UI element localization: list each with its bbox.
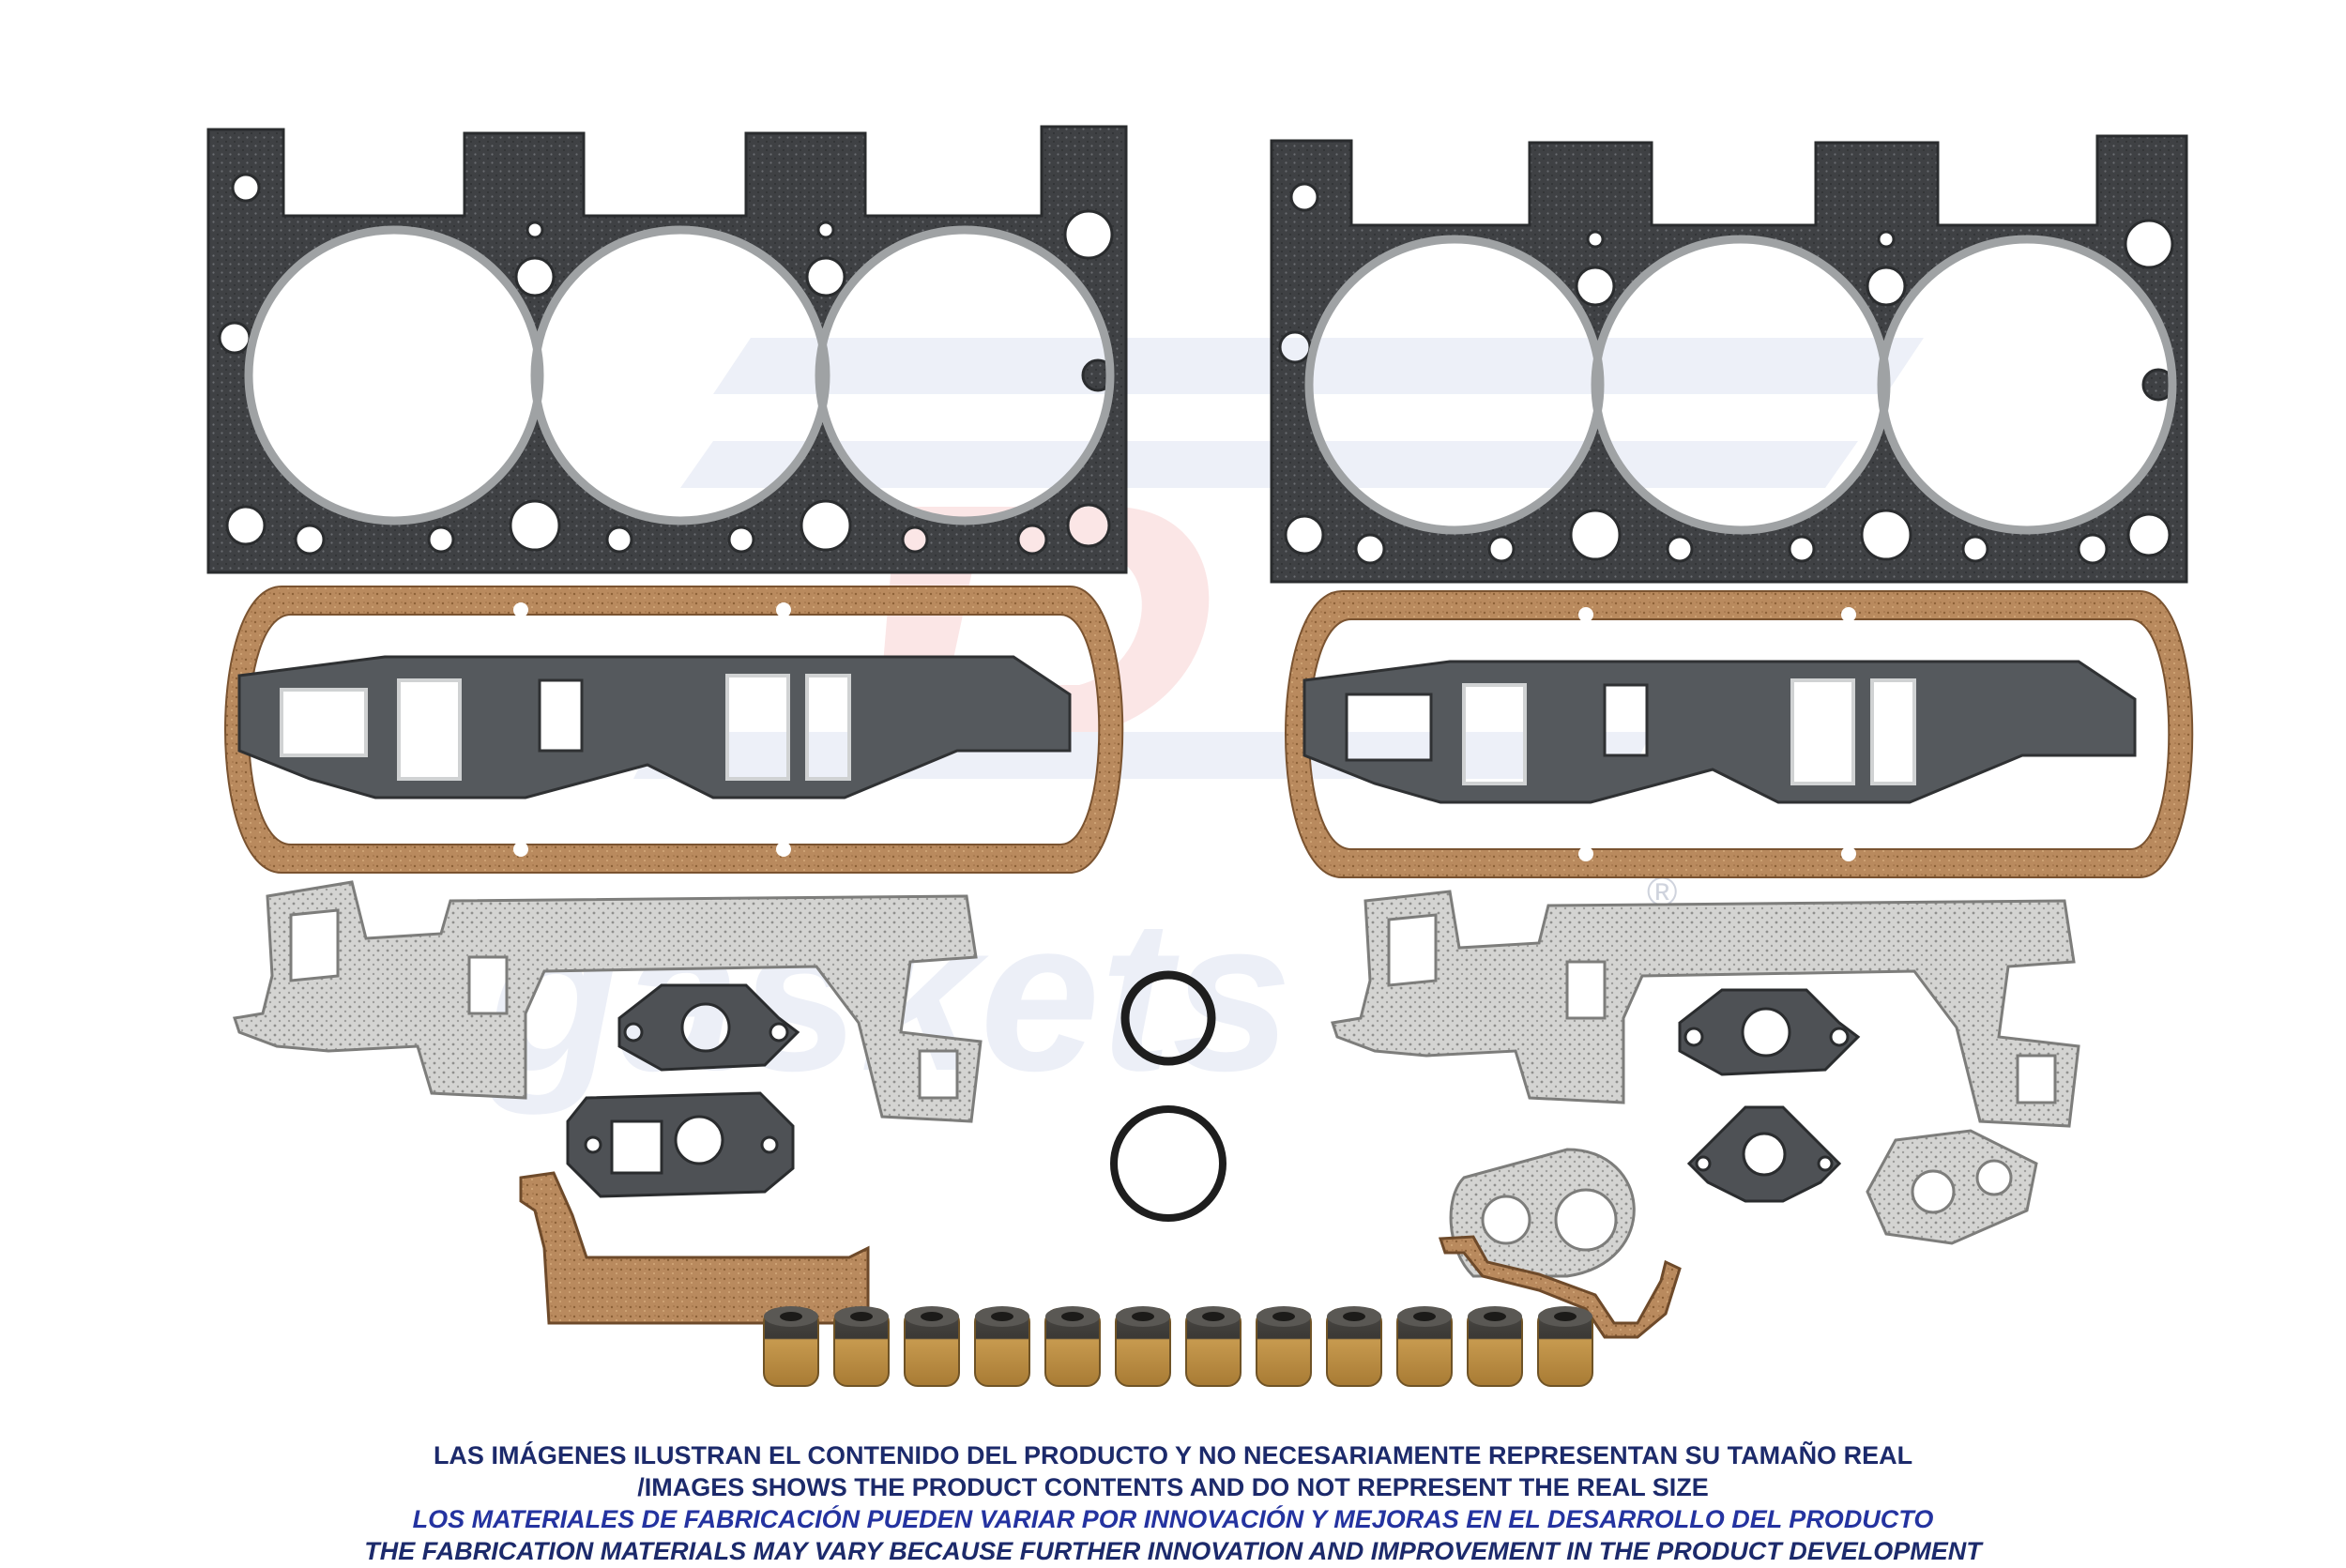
exhaust-manifold-gasket-right — [1331, 890, 2080, 1128]
thermostat-gasket-right — [1686, 1105, 1842, 1203]
o-ring-large — [1110, 1105, 1226, 1222]
valve-stem-seal — [1115, 1306, 1171, 1387]
egr-gasket-right — [1678, 988, 1861, 1076]
valve-stem-seal — [1326, 1306, 1382, 1387]
valve-stem-seal — [763, 1306, 819, 1387]
water-outlet-gasket-left — [566, 1091, 795, 1198]
disclaimer-line-2: /IMAGES SHOWS THE PRODUCT CONTENTS AND D… — [637, 1473, 1709, 1501]
egr-gasket-left — [617, 983, 800, 1072]
bypass-gasket-right-1 — [1449, 1148, 1636, 1278]
intake-manifold-gasket-left — [237, 655, 1072, 799]
valve-stem-seals — [763, 1306, 1593, 1387]
valve-stem-seal — [1396, 1306, 1453, 1387]
valve-cover-gasket-right — [1285, 590, 2194, 878]
o-ring-small — [1120, 970, 1216, 1066]
disclaimer-line-1: LAS IMÁGENES ILUSTRAN EL CONTENIDO DEL P… — [433, 1441, 1913, 1469]
valve-stem-seal — [1185, 1306, 1242, 1387]
valve-stem-seal — [1537, 1306, 1593, 1387]
valve-stem-seal — [1467, 1306, 1523, 1387]
exhaust-manifold-gasket-left — [233, 880, 983, 1123]
valve-stem-seal — [974, 1306, 1030, 1387]
bypass-gasket-right-2 — [1866, 1129, 2038, 1245]
cylinder-head-gasket-right — [1270, 134, 2188, 584]
valve-cover-gasket-left — [224, 586, 1124, 874]
disclaimer-line-4: THE FABRICATION MATERIALS MAY VARY BECAU… — [364, 1537, 1982, 1565]
end-seal-left — [519, 1171, 870, 1325]
valve-stem-seal — [1044, 1306, 1101, 1387]
intake-manifold-gasket-right — [1302, 660, 2137, 804]
end-seal-right — [1438, 1235, 1682, 1339]
valve-stem-seal — [1256, 1306, 1312, 1387]
valve-stem-seal — [904, 1306, 960, 1387]
cylinder-head-gasket-left — [206, 125, 1128, 574]
disclaimer-line-3: LOS MATERIALES DE FABRICACIÓN PUEDEN VAR… — [412, 1505, 1934, 1533]
valve-stem-seal — [833, 1306, 890, 1387]
